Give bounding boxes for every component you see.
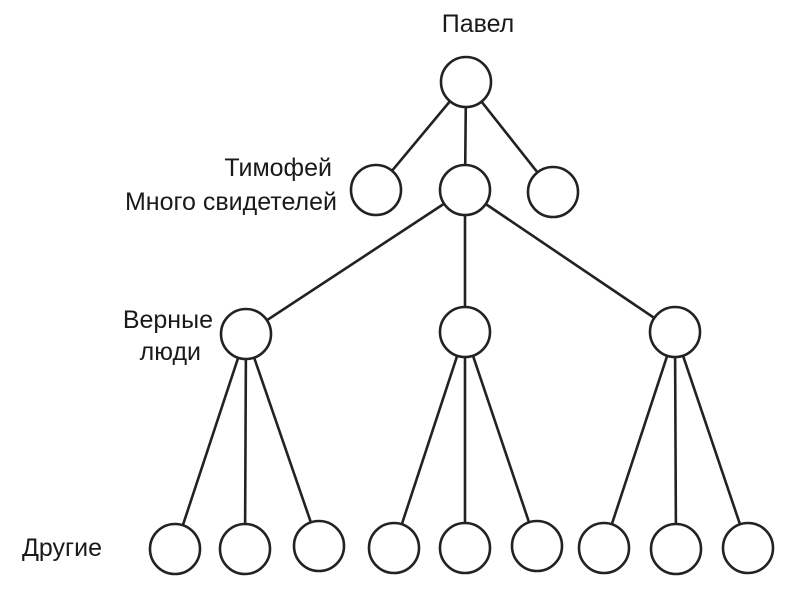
node-faithful-2 [438, 305, 492, 359]
edge-faithful-1-to-other-2 [243, 333, 248, 550]
node-timofey [438, 163, 492, 217]
label-many-witnesses: Много свидетелей [125, 188, 337, 216]
tree-edges [173, 81, 750, 550]
node-other-3 [292, 519, 346, 573]
node-other-8 [649, 522, 703, 576]
node-l2-right [526, 165, 580, 219]
node-other-7 [577, 521, 631, 575]
edge-faithful-3-to-other-8 [673, 331, 678, 550]
node-other-9 [721, 521, 775, 575]
tree-nodes [148, 55, 775, 576]
edge-faithful-2-to-other-4 [392, 331, 467, 549]
edge-faithful-3-to-other-9 [673, 331, 750, 549]
edge-faithful-1-to-other-1 [173, 333, 248, 550]
edge-timofey-to-faithful-1 [245, 188, 466, 336]
edge-faithful-1-to-other-3 [244, 333, 321, 547]
node-other-6 [510, 519, 564, 573]
edge-faithful-3-to-other-7 [602, 331, 677, 549]
node-other-2 [218, 522, 272, 576]
node-faithful-1 [219, 307, 273, 361]
label-faithful: Верные [123, 306, 213, 334]
label-people: люди [140, 338, 201, 366]
node-pavel [439, 55, 493, 109]
label-pavel: Павел [442, 10, 515, 38]
edge-faithful-2-to-other-6 [463, 331, 539, 547]
node-other-5 [438, 521, 492, 575]
node-faithful-3 [648, 305, 702, 359]
edge-timofey-to-faithful-3 [464, 188, 676, 334]
label-others: Другие [22, 534, 102, 562]
node-other-4 [367, 521, 421, 575]
node-l2-left [349, 163, 403, 217]
label-timofey: Тимофей [224, 154, 332, 182]
node-other-1 [148, 522, 202, 576]
